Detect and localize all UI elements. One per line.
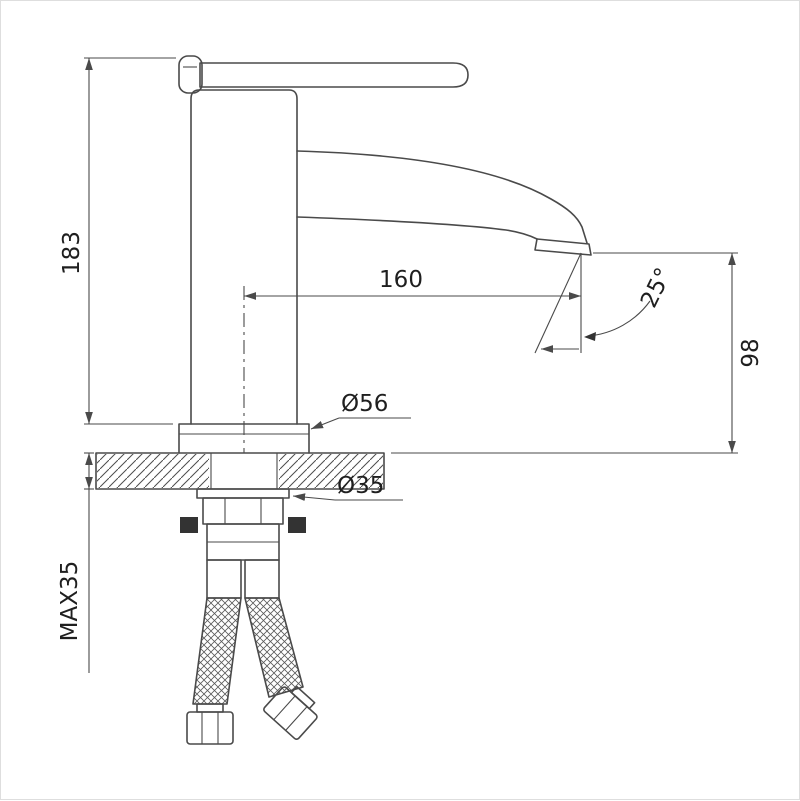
label-spout-reach: 160 xyxy=(379,267,423,293)
hose-nut-left xyxy=(186,703,234,745)
supply-hose-right xyxy=(244,597,304,698)
dimension-outlet-height: 98 xyxy=(391,252,764,454)
countertop-section xyxy=(95,452,385,490)
dimension-total-height: 183 xyxy=(59,57,176,425)
mounting-nut xyxy=(202,497,284,525)
hose-nut-right xyxy=(263,685,318,740)
hose-crimp-left xyxy=(206,559,242,599)
label-total-height: 183 xyxy=(59,231,85,275)
dimension-spout-reach: 160 xyxy=(243,267,581,453)
mounting-washer xyxy=(196,488,290,499)
spout-top-curve xyxy=(296,150,588,244)
faucet-body xyxy=(190,89,298,425)
mounting-nut-facets xyxy=(224,498,262,524)
faucet-outline xyxy=(178,55,592,454)
supply-hose-left xyxy=(192,597,242,705)
label-outlet-angle: 25° xyxy=(636,264,677,312)
supply-hoses xyxy=(186,597,318,745)
shank-through-hole xyxy=(210,453,278,489)
spout-bottom-curve xyxy=(296,216,538,240)
mounting-hardware xyxy=(180,488,306,599)
label-mounting-hole: Ø35 xyxy=(337,473,384,499)
mounting-screw-right xyxy=(288,517,306,533)
label-max-thickness: MAX35 xyxy=(57,561,83,642)
handle-pivot xyxy=(178,55,203,94)
mounting-screw-left xyxy=(180,517,198,533)
dimension-outlet-angle: 25° xyxy=(534,252,677,354)
counter-hatch-right xyxy=(279,454,383,488)
handle-lever xyxy=(199,62,469,88)
dimension-base-diameter: Ø56 xyxy=(310,391,411,430)
hose-crimp-right xyxy=(244,559,280,599)
dimension-mounting-hole: Ø35 xyxy=(292,473,403,502)
angle-arc-arrowhead xyxy=(584,332,596,341)
label-base-diameter: Ø56 xyxy=(341,391,388,417)
dimension-max-thickness: MAX35 xyxy=(57,452,94,673)
spout-aerator xyxy=(534,238,592,256)
label-outlet-height: 98 xyxy=(738,338,764,367)
counter-hatch-left xyxy=(97,454,209,488)
